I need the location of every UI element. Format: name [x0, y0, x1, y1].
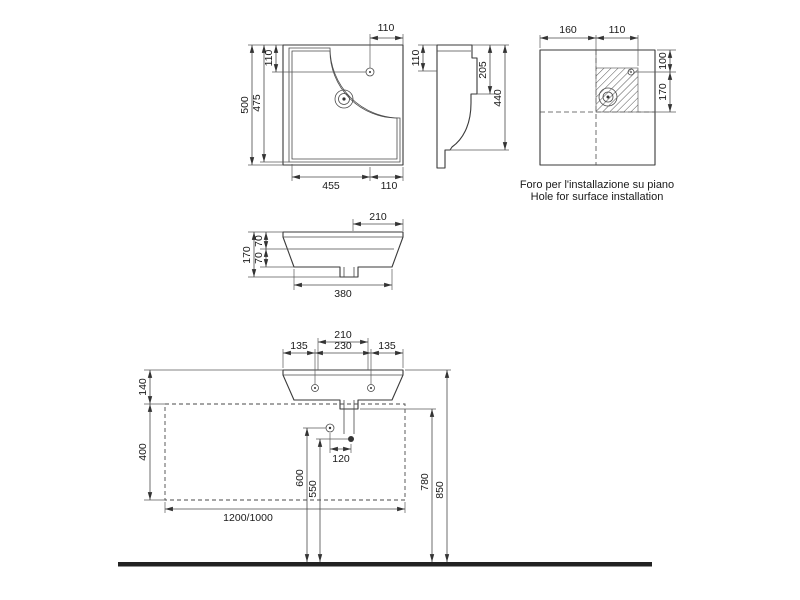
- faucet-hole: [365, 67, 375, 77]
- dim-height-halves: 70 70: [253, 232, 294, 268]
- dim-label: 400: [137, 443, 149, 461]
- dim-label: 500: [239, 96, 251, 114]
- dim-label: 780: [419, 473, 431, 491]
- dim-offset-top: 100 170: [634, 49, 676, 113]
- counter-outline: [539, 49, 656, 166]
- cabinet-outline: [164, 403, 406, 501]
- dim-deck-width: 210: [352, 211, 404, 231]
- dim-label: 1200/1000: [223, 512, 273, 524]
- dim-label: 230: [334, 340, 352, 352]
- dim-supply-height: 600: [294, 427, 326, 563]
- dim-label: 170: [657, 83, 669, 101]
- dim-label: 210: [369, 211, 387, 223]
- dim-label: 110: [410, 49, 422, 66]
- basin-profile: [436, 44, 478, 169]
- dim-label: 160: [559, 24, 577, 36]
- side-view: 110 205 440: [410, 44, 509, 169]
- dim-fixing-holes: 135 230 135: [282, 340, 404, 384]
- caption-english: Hole for surface installation: [531, 191, 664, 203]
- top-view: 110 500 475 110 455 110: [239, 22, 404, 192]
- dim-cabinet-width: 1200/1000: [164, 502, 406, 524]
- dim-label: 100: [657, 52, 669, 70]
- front-view: 210 170 70 70 380: [241, 211, 404, 300]
- dim-drain-height: 550: [307, 438, 348, 563]
- dim-label: 110: [378, 22, 395, 34]
- dim-total-height: 440: [450, 44, 509, 151]
- dim-label: 475: [251, 94, 263, 112]
- dim-label: 70: [253, 235, 265, 247]
- dim-depth-inner: 475: [251, 44, 289, 163]
- dim-label: 120: [332, 453, 350, 465]
- dim-label: 110: [263, 49, 275, 66]
- dim-label: 135: [290, 340, 308, 352]
- dim-label: 440: [492, 89, 504, 107]
- dim-rim-height: 850: [405, 369, 451, 563]
- drain-hole: [334, 89, 354, 109]
- dim-basin-thickness: 140: [137, 369, 283, 405]
- dim-underside-height: 780: [360, 408, 436, 563]
- bowl-rim-inner: [291, 50, 398, 160]
- drain-hole-template: [598, 87, 618, 107]
- dim-width-bottom: 455 110: [291, 164, 404, 192]
- fixing-hole-left: [311, 384, 319, 392]
- dim-depth-total: 500: [239, 44, 283, 166]
- dim-faucet-offset-top: 110: [369, 22, 404, 68]
- dim-label: 600: [294, 469, 306, 487]
- installation-view: 210 135 230 135 140 400: [118, 329, 652, 567]
- basin-outline-install: [282, 369, 404, 410]
- dim-faucet-from-top: 110: [263, 44, 366, 73]
- floor-line: [118, 562, 652, 567]
- basin-outline-plan: [282, 44, 404, 166]
- drain-outlet-symbol: [348, 436, 354, 442]
- water-supply-symbol: [325, 423, 335, 433]
- dim-label: 70: [253, 252, 265, 264]
- dim-width-bottom: 380: [293, 269, 393, 300]
- dim-outlet-spacing: 120: [329, 433, 352, 465]
- dim-label: 110: [609, 24, 626, 36]
- dim-offset-left: 160 110: [539, 24, 639, 66]
- basin-front-outline: [282, 231, 404, 278]
- dim-label: 550: [307, 480, 319, 498]
- dim-label: 455: [322, 180, 340, 192]
- dim-label: 110: [381, 180, 398, 192]
- dim-label: 135: [378, 340, 396, 352]
- dim-label: 380: [334, 288, 352, 300]
- bowl-rim-outer: [288, 47, 401, 163]
- dim-cabinet-height: 400: [137, 404, 165, 501]
- dim-label: 140: [137, 378, 149, 396]
- dim-label: 850: [434, 481, 446, 499]
- dim-label: 210: [334, 329, 352, 341]
- dim-label: 205: [477, 61, 489, 79]
- caption-italian: Foro per l'installazione su piano: [520, 179, 674, 191]
- hole-template-view: 160 110 100 170 Foro per l'installazione…: [520, 24, 676, 203]
- dim-label: 170: [241, 246, 253, 264]
- fixing-hole-right: [367, 384, 375, 392]
- dim-apron: 110: [410, 44, 437, 72]
